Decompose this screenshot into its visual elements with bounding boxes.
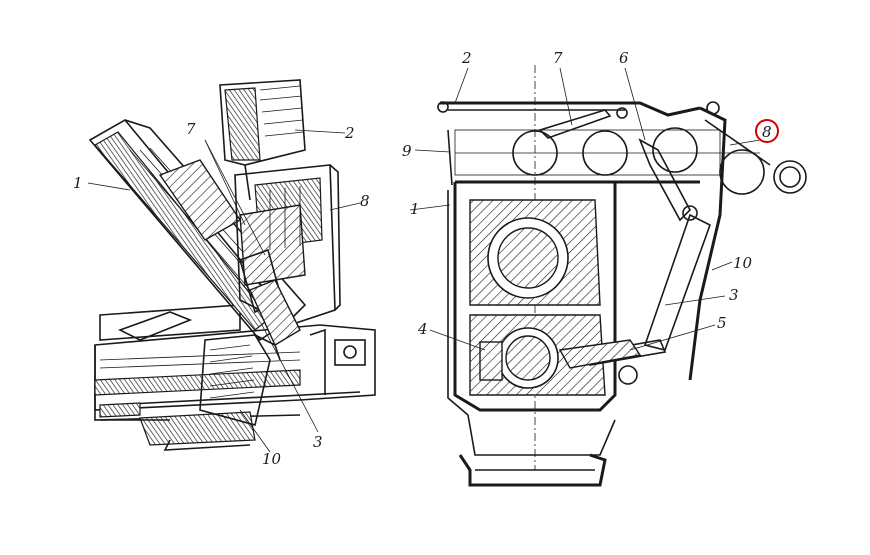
left-label-8: 8: [360, 192, 370, 210]
right-label-7: 7: [553, 49, 563, 67]
feed-block-assembly: [234, 164, 341, 326]
right-cross-section: 2 7 6 8 9 1 10 3 4 5: [402, 49, 807, 487]
right-label-5: 5: [717, 314, 727, 332]
right-label-4: 4: [417, 320, 428, 338]
cartridge-block: [199, 334, 271, 426]
left-label-3: 3: [313, 433, 323, 451]
detent-9: [447, 129, 453, 186]
right-label-9: 9: [402, 142, 412, 160]
left-label-1: 1: [73, 174, 83, 192]
feed-pawls: [239, 248, 301, 361]
right-leader-lines: [409, 67, 761, 351]
right-label-3: 3: [729, 286, 739, 304]
left-label-10: 10: [262, 450, 282, 468]
highlight-circle: [755, 119, 779, 143]
right-label-2: 2: [461, 49, 472, 67]
receiver-body: [94, 304, 376, 451]
slide-5: [558, 339, 642, 369]
left-leader-lines: [87, 129, 361, 453]
bolt-carrier: [469, 199, 606, 396]
feed-pawl: [638, 101, 720, 222]
right-label-8: 8: [762, 123, 772, 141]
feed-cover: [219, 79, 306, 201]
left-perspective-view: 1 7 2 8 3 10: [73, 79, 376, 468]
belt-feed-chute: [88, 118, 307, 342]
small-block-4: [479, 341, 503, 381]
right-label-10: 10: [733, 254, 753, 272]
right-label-6: 6: [619, 49, 629, 67]
belt-link: [704, 119, 807, 194]
right-label-1: 1: [410, 200, 420, 218]
section-cover: [437, 101, 701, 139]
left-label-2: 2: [344, 124, 355, 142]
left-label-7: 7: [186, 120, 196, 138]
cartridge-row: [454, 127, 765, 195]
